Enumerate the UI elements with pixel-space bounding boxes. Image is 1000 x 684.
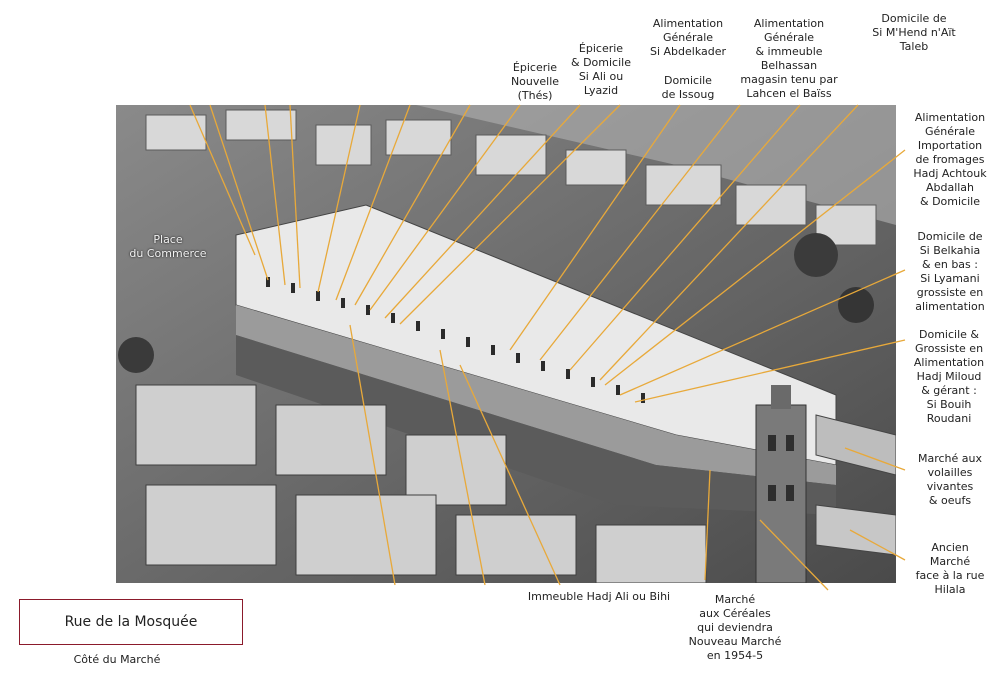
leader-line — [509, 104, 681, 351]
leader-line — [289, 104, 301, 289]
place-du-commerce-label: Place du Commerce — [129, 233, 207, 260]
title-box: Rue de la Mosquée — [19, 599, 243, 645]
leader-line — [335, 104, 411, 301]
leader-line — [209, 104, 269, 281]
leader-line — [189, 104, 256, 256]
leader-line — [539, 104, 741, 361]
label-domicile-si-mhend: Domicile de Si M'Hend n'Aït Taleb — [872, 12, 956, 53]
page-title: Rue de la Mosquée — [64, 614, 198, 630]
leader-line — [759, 519, 829, 591]
leader-line — [599, 104, 859, 381]
leader-line — [384, 104, 581, 319]
label-alimentation-abdelkader: Alimentation Générale Si Abdelkader — [649, 17, 727, 58]
leader-line — [569, 104, 801, 371]
leader-line — [704, 469, 711, 581]
label-ancien-marche: Ancien Marché face à la rue Hilala — [915, 541, 985, 596]
leader-line — [354, 104, 471, 306]
leader-line — [849, 529, 906, 561]
leader-line — [604, 149, 906, 386]
label-immeuble-hadj-ali: Immeuble Hadj Ali ou Bihi — [527, 590, 671, 603]
label-epicerie-nouvelle: Épicerie Nouvelle (Thés) — [510, 61, 560, 102]
leader-line — [349, 324, 396, 586]
aerial-photograph — [116, 105, 896, 583]
leader-line — [439, 349, 486, 586]
label-domicile-issoug: Domicile de Issoug — [661, 74, 715, 101]
label-alimentation-achtouk: Alimentation Générale Importation de fro… — [913, 111, 987, 208]
label-domicile-hadj-miloud: Domicile & Grossiste en Alimentation Had… — [913, 328, 985, 425]
photo-drawing — [116, 105, 896, 583]
leader-line — [619, 269, 906, 396]
label-domicile-belkahia: Domicile de Si Belkahia & en bas : Si Ly… — [915, 230, 985, 313]
label-marche-cereales: Marché aux Céréales qui deviendra Nouvea… — [688, 593, 782, 662]
leader-line — [369, 104, 521, 311]
label-alimentation-belhassan: Alimentation Générale & immeuble Belhass… — [740, 17, 838, 100]
leader-line — [399, 104, 621, 325]
subtitle: Côté du Marché — [73, 653, 161, 666]
label-marche-volailles: Marché aux volailles vivantes & oeufs — [917, 452, 983, 507]
leader-line — [459, 364, 561, 586]
leader-line — [317, 104, 361, 293]
label-epicerie-domicile-ali: Épicerie & Domicile Si Ali ou Lyazid — [571, 42, 631, 97]
leader-line — [634, 339, 906, 403]
leader-line — [844, 447, 906, 471]
leader-line — [264, 104, 286, 286]
